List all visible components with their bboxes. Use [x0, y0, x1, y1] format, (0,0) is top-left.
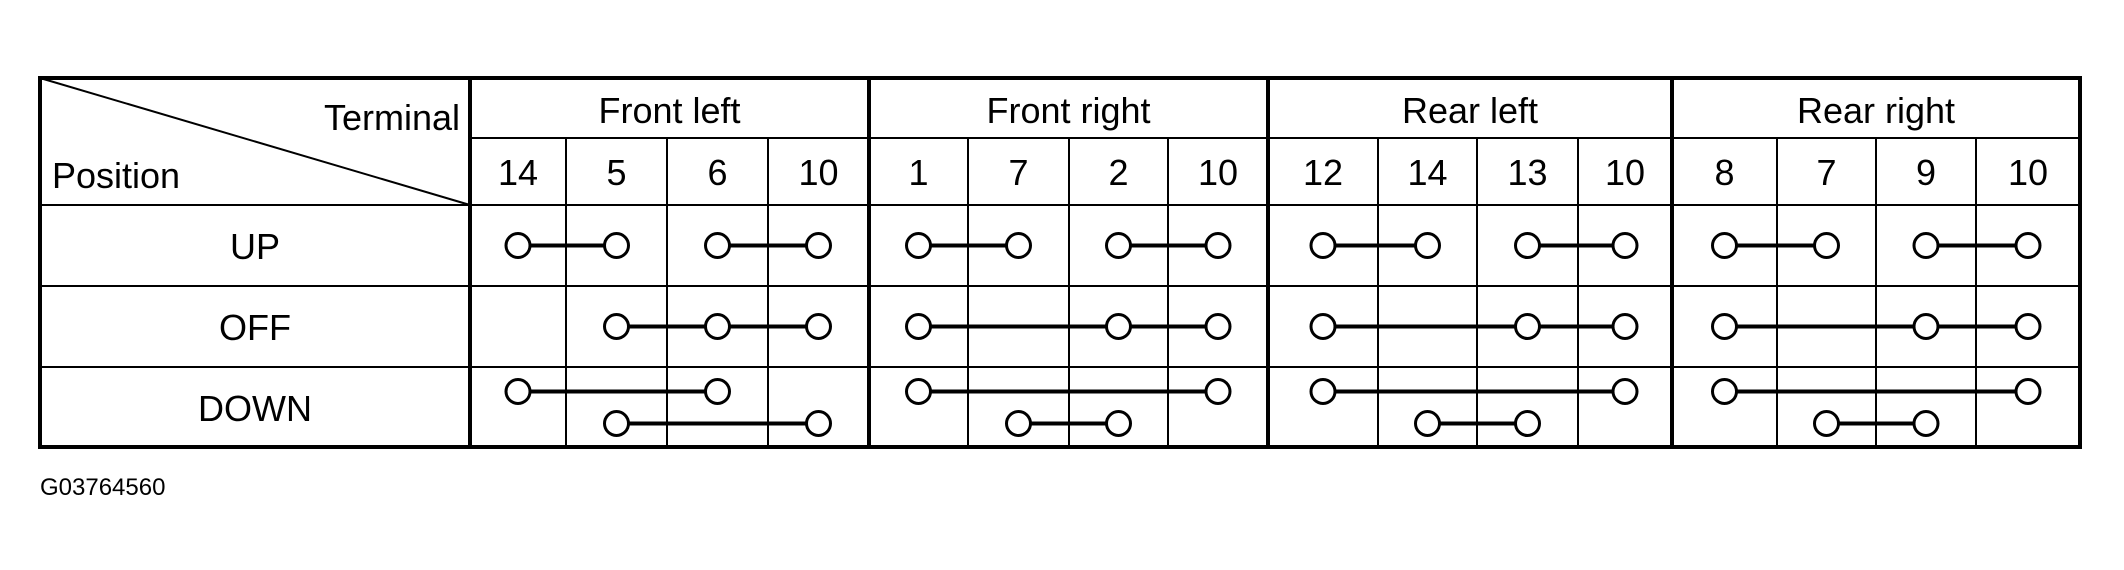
terminal-node	[1711, 378, 1738, 405]
terminal-numbers: 14 5 6 10 1 7 2 10 12 14 13 10 8 7 9 10	[498, 152, 2048, 193]
terminal-node	[1309, 232, 1337, 259]
terminal-number: 1	[908, 152, 928, 193]
group-name: Front left	[598, 90, 740, 131]
terminal-node	[1204, 313, 1232, 340]
terminal-number: 7	[1816, 152, 1836, 193]
terminal-node	[905, 378, 932, 405]
terminal-node	[1005, 232, 1032, 259]
table-border	[38, 76, 2082, 449]
terminal-number: 6	[707, 152, 727, 193]
terminal-node	[603, 410, 630, 437]
group-name: Front right	[986, 90, 1150, 131]
terminal-node	[1912, 410, 1940, 437]
figure-code: G03764560	[40, 474, 165, 501]
terminal-header-label: Terminal	[324, 97, 460, 138]
terminal-number: 10	[1198, 152, 1238, 193]
group-name: Rear left	[1402, 90, 1538, 131]
terminal-node	[1105, 313, 1132, 340]
terminal-node	[1309, 378, 1337, 405]
terminal-node	[1711, 232, 1738, 259]
terminal-node	[2014, 232, 2042, 259]
terminal-node	[805, 232, 832, 259]
terminal-node	[1514, 410, 1541, 437]
terminal-node	[1414, 410, 1441, 437]
terminal-node	[603, 232, 630, 259]
terminal-number: 14	[1407, 152, 1447, 193]
terminal-node	[504, 378, 532, 405]
terminal-nodes	[504, 232, 2042, 437]
terminal-node	[1204, 378, 1232, 405]
position-header-label: Position	[52, 155, 180, 196]
terminal-number: 10	[1605, 152, 1645, 193]
terminal-node	[1005, 410, 1032, 437]
terminal-number: 10	[798, 152, 838, 193]
terminal-number: 14	[498, 152, 538, 193]
position-labels: UP OFF DOWN	[198, 226, 312, 429]
terminal-node	[1912, 313, 1940, 340]
terminal-node	[1105, 410, 1132, 437]
terminal-node	[1414, 232, 1441, 259]
terminal-node	[805, 410, 832, 437]
terminal-number: 13	[1507, 152, 1547, 193]
terminal-number: 2	[1108, 152, 1128, 193]
terminal-node	[905, 313, 932, 340]
terminal-number: 12	[1303, 152, 1343, 193]
terminal-node	[704, 313, 731, 340]
diagonal-header-line	[39, 77, 471, 206]
terminal-node	[1611, 378, 1639, 405]
table-grid	[38, 76, 2082, 449]
terminal-number: 10	[2008, 152, 2048, 193]
terminal-number: 5	[606, 152, 626, 193]
terminal-node	[1813, 410, 1840, 437]
terminal-node	[2014, 313, 2042, 340]
terminal-node	[805, 313, 832, 340]
position-label: OFF	[219, 307, 291, 348]
terminal-number: 7	[1008, 152, 1028, 193]
terminal-node	[504, 232, 532, 259]
connection-wires	[518, 243, 2028, 426]
terminal-node	[1514, 232, 1541, 259]
terminal-node	[1309, 313, 1337, 340]
position-label: DOWN	[198, 388, 312, 429]
terminal-node	[1105, 232, 1132, 259]
terminal-node	[704, 378, 731, 405]
position-label: UP	[230, 226, 280, 267]
terminal-node	[1711, 313, 1738, 340]
terminal-number: 8	[1714, 152, 1734, 193]
terminal-number: 9	[1916, 152, 1936, 193]
terminal-node	[2014, 378, 2042, 405]
terminal-node	[905, 232, 932, 259]
terminal-node	[1813, 232, 1840, 259]
terminal-node	[1204, 232, 1232, 259]
terminal-node	[603, 313, 630, 340]
terminal-node	[1912, 232, 1940, 259]
terminal-node	[704, 232, 731, 259]
group-headers: Front left Front right Rear left Rear right	[598, 90, 1955, 131]
group-name: Rear right	[1797, 90, 1955, 131]
terminal-node	[1611, 313, 1639, 340]
terminal-node	[1611, 232, 1639, 259]
terminal-node	[1514, 313, 1541, 340]
